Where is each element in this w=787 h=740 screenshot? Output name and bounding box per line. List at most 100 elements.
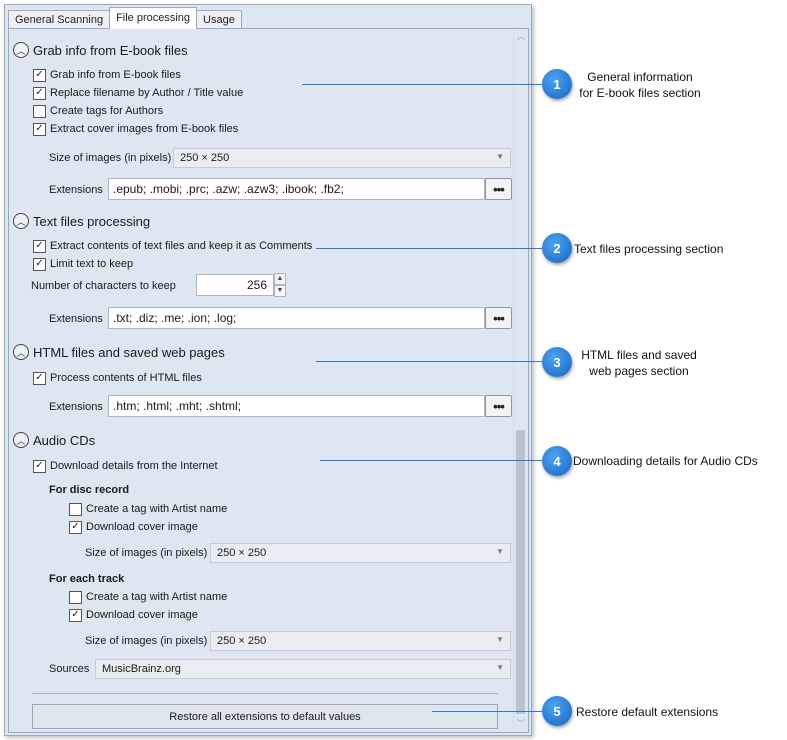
- checkbox-empty[interactable]: [69, 590, 82, 604]
- callout-leader-5: [432, 711, 558, 712]
- sources-value: MusicBrainz.org: [102, 663, 181, 675]
- tab-usage[interactable]: Usage: [196, 10, 242, 29]
- checkbox-empty[interactable]: [69, 502, 82, 516]
- callout-text-2: Text files processing section: [574, 242, 724, 256]
- more-icon: •••: [493, 181, 505, 197]
- text-extensions-input[interactable]: .txt; .diz; .me; .ion; .log;: [108, 307, 485, 329]
- options-window: General Scanning File processing Usage ︿…: [4, 4, 532, 736]
- sources-label: Sources: [49, 663, 90, 675]
- checkbox-label: Create a tag with Artist name: [86, 591, 228, 603]
- tab-file-processing[interactable]: File processing: [109, 7, 198, 29]
- checkbox-label: Create a tag with Artist name: [86, 503, 228, 515]
- checkmark-icon[interactable]: ✓: [69, 520, 82, 534]
- checkbox-empty[interactable]: [33, 104, 46, 118]
- checkmark-icon[interactable]: ✓: [69, 608, 82, 622]
- disc-cover-checkbox[interactable]: ✓ Download cover image: [69, 519, 198, 535]
- callout-line: for E-book files section: [579, 86, 701, 100]
- checkmark-icon[interactable]: ✓: [33, 86, 46, 100]
- checkmark-icon[interactable]: ✓: [33, 257, 46, 271]
- spin-up-icon[interactable]: ▲: [274, 273, 286, 285]
- chevron-up-icon[interactable]: ︿: [13, 213, 29, 229]
- process-html-checkbox[interactable]: ✓ Process contents of HTML files: [33, 370, 202, 386]
- checkbox-label: Download cover image: [86, 521, 198, 533]
- callout-text-3: HTML files and saved web pages section: [574, 347, 704, 379]
- text-extensions-browse-button[interactable]: •••: [485, 307, 512, 329]
- text-extensions-label: Extensions: [49, 313, 103, 325]
- each-track-heading: For each track: [49, 573, 125, 585]
- checkbox-label: Grab info from E-book files: [50, 69, 181, 81]
- checkbox-label: Download details from the Internet: [50, 460, 218, 472]
- callout-badge-5: 5: [542, 696, 572, 726]
- ebook-extensions-browse-button[interactable]: •••: [485, 178, 512, 200]
- tab-strip: General Scanning File processing Usage: [8, 7, 242, 29]
- chevron-up-icon[interactable]: ︿: [13, 432, 29, 448]
- callout-text-4: Downloading details for Audio CDs: [573, 454, 758, 468]
- ebook-section-header[interactable]: ︿ Grab info from E-book files: [13, 40, 188, 60]
- chars-to-keep-stepper[interactable]: ▲ ▼: [274, 273, 286, 297]
- checkmark-icon[interactable]: ✓: [33, 68, 46, 82]
- track-cover-checkbox[interactable]: ✓ Download cover image: [69, 607, 198, 623]
- disc-size-value: 250 × 250: [217, 547, 267, 559]
- callout-badge-2: 2: [542, 233, 572, 263]
- checkmark-icon[interactable]: ✓: [33, 459, 46, 473]
- checkbox-label: Extract contents of text files and keep …: [50, 240, 313, 252]
- audio-section-title: Audio CDs: [33, 432, 96, 448]
- ebook-extensions-input[interactable]: .epub; .mobi; .prc; .azw; .azw3; .ibook;…: [108, 178, 485, 200]
- more-icon: •••: [493, 398, 505, 414]
- checkmark-icon[interactable]: ✓: [33, 239, 46, 253]
- callout-badge-4: 4: [542, 446, 572, 476]
- chevron-up-icon[interactable]: ︿: [13, 344, 29, 360]
- callout-badge-3: 3: [542, 347, 572, 377]
- ebook-size-value: 250 × 250: [180, 152, 230, 164]
- text-section-title: Text files processing: [33, 213, 151, 229]
- ebook-section-title: Grab info from E-book files: [33, 42, 188, 58]
- checkbox-label: Create tags for Authors: [50, 105, 164, 117]
- spin-down-icon[interactable]: ▼: [274, 285, 286, 297]
- html-extensions-input[interactable]: .htm; .html; .mht; .shtml;: [108, 395, 485, 417]
- checkbox-label: Limit text to keep: [50, 258, 134, 270]
- ebook-size-select[interactable]: 250 × 250 ▼: [173, 148, 511, 168]
- disc-artist-tag-checkbox[interactable]: Create a tag with Artist name: [69, 501, 227, 517]
- limit-text-checkbox[interactable]: ✓ Limit text to keep: [33, 256, 133, 272]
- chevron-down-icon: ▼: [496, 635, 504, 644]
- callout-leader-4: [320, 460, 558, 461]
- file-processing-panel: ︿ Grab info from E-book files ✓ Grab inf…: [8, 28, 529, 733]
- download-details-checkbox[interactable]: ✓ Download details from the Internet: [33, 458, 218, 474]
- checkmark-icon[interactable]: ✓: [33, 122, 46, 136]
- vertical-scrollbar[interactable]: ︿ ﹀: [513, 30, 527, 731]
- chars-to-keep-input[interactable]: 256: [196, 274, 274, 296]
- grab-ebook-info-checkbox[interactable]: ✓ Grab info from E-book files: [33, 67, 181, 83]
- scroll-up-icon[interactable]: ︿: [517, 32, 525, 41]
- divider: [32, 693, 498, 694]
- chevron-up-icon[interactable]: ︿: [13, 42, 29, 58]
- chevron-down-icon: ▼: [496, 663, 504, 672]
- track-size-value: 250 × 250: [217, 635, 267, 647]
- disc-record-heading: For disc record: [49, 484, 130, 496]
- checkbox-label: Replace filename by Author / Title value: [50, 87, 244, 99]
- callout-text-1: General information for E-book files sec…: [576, 69, 704, 101]
- html-extensions-browse-button[interactable]: •••: [485, 395, 512, 417]
- restore-defaults-button[interactable]: Restore all extensions to default values: [32, 704, 498, 729]
- html-section-title: HTML files and saved web pages: [33, 344, 225, 360]
- track-size-select[interactable]: 250 × 250 ▼: [210, 631, 511, 651]
- extract-covers-checkbox[interactable]: ✓ Extract cover images from E-book files: [33, 121, 238, 137]
- disc-size-select[interactable]: 250 × 250 ▼: [210, 543, 511, 563]
- text-section-header[interactable]: ︿ Text files processing: [13, 211, 150, 231]
- scroll-thumb[interactable]: [516, 430, 525, 714]
- replace-filename-checkbox[interactable]: ✓ Replace filename by Author / Title val…: [33, 85, 243, 101]
- ebook-extensions-label: Extensions: [49, 184, 103, 196]
- track-artist-tag-checkbox[interactable]: Create a tag with Artist name: [69, 589, 227, 605]
- scroll-down-icon[interactable]: ﹀: [517, 719, 525, 728]
- sources-select[interactable]: MusicBrainz.org ▼: [95, 659, 511, 679]
- checkbox-label: Process contents of HTML files: [50, 372, 202, 384]
- audio-section-header[interactable]: ︿ Audio CDs: [13, 430, 95, 450]
- html-section-header[interactable]: ︿ HTML files and saved web pages: [13, 342, 225, 362]
- extract-text-checkbox[interactable]: ✓ Extract contents of text files and kee…: [33, 238, 312, 254]
- checkmark-icon[interactable]: ✓: [33, 371, 46, 385]
- create-author-tags-checkbox[interactable]: Create tags for Authors: [33, 103, 163, 119]
- callout-line: HTML files and saved: [581, 348, 697, 362]
- callout-line: General information: [587, 70, 693, 84]
- callout-line: web pages section: [589, 364, 689, 378]
- html-extensions-label: Extensions: [49, 401, 103, 413]
- tab-general-scanning[interactable]: General Scanning: [8, 10, 111, 29]
